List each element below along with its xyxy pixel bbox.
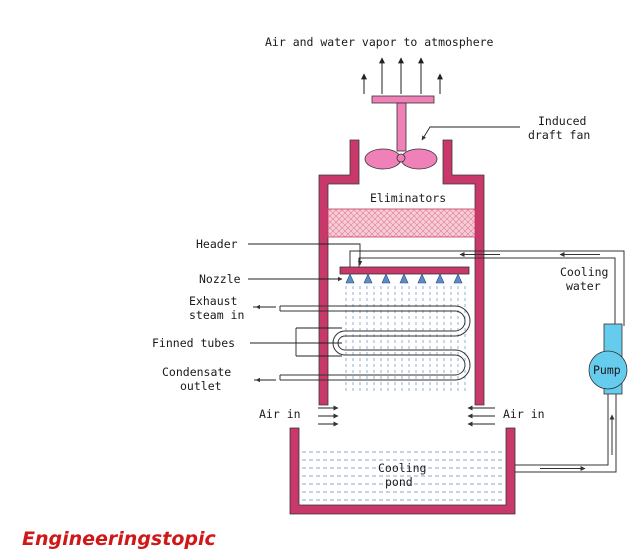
fan-label-line1: Induced — [538, 114, 586, 128]
finned-tubes — [279, 305, 471, 381]
fan-label-line2: draft fan — [528, 128, 590, 142]
exhaust-steam-label-2: steam in — [189, 308, 244, 322]
air-in-right-label: Air in — [503, 407, 545, 421]
water-spray — [345, 286, 466, 392]
eliminators-label: Eliminators — [370, 191, 446, 205]
cooling-pond-label-2: pond — [385, 475, 413, 489]
condensate-label-2: outlet — [180, 379, 222, 393]
cooling-pond-label-1: Cooling — [378, 461, 426, 475]
pump — [588, 323, 628, 395]
header-label: Header — [196, 237, 238, 251]
nozzle-label: Nozzle — [199, 272, 241, 286]
eliminators-block — [327, 208, 476, 238]
exhaust-steam-label-1: Exhaust — [189, 294, 237, 308]
pump-label: Pump — [593, 363, 621, 377]
finned-tubes-label: Finned tubes — [152, 336, 235, 350]
cooling-water-label-1: Cooling — [560, 265, 608, 279]
air-in-left-label: Air in — [259, 407, 301, 421]
exhaust-arrows — [361, 57, 443, 94]
tower-walls — [318, 139, 485, 406]
leader-lines — [248, 126, 520, 381]
induced-draft-fan — [364, 95, 438, 170]
cooling-pond — [289, 427, 516, 515]
header-nozzles — [339, 266, 470, 284]
brand-watermark: Engineeringstopic — [22, 528, 216, 550]
cooling-water-label-2: water — [566, 279, 601, 293]
exhaust-label: Air and water vapor to atmosphere — [265, 35, 494, 49]
condensate-label-1: Condensate — [162, 365, 231, 379]
supply-pipe — [515, 392, 617, 473]
air-in-arrows — [318, 405, 495, 427]
